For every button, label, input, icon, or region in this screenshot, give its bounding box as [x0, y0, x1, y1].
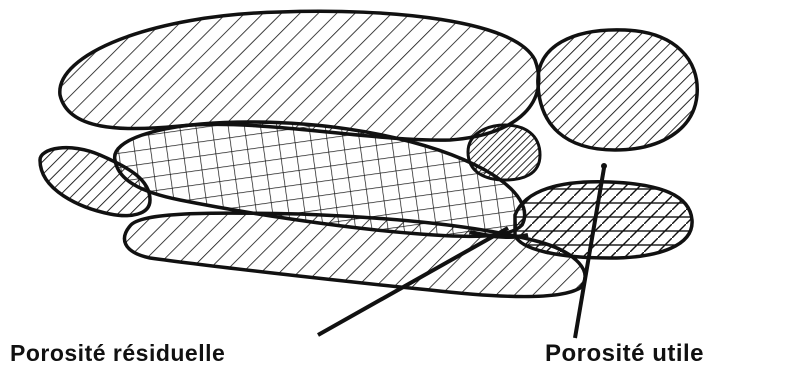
- grain-large-top: [60, 11, 539, 140]
- label-residual-porosity: Porosité résiduelle: [10, 342, 225, 365]
- grain-right-top: [538, 30, 697, 150]
- label-useful-porosity: Porosité utile: [545, 342, 704, 366]
- grain-right-bottom: [515, 182, 692, 258]
- leader-dot-useful: [601, 163, 607, 169]
